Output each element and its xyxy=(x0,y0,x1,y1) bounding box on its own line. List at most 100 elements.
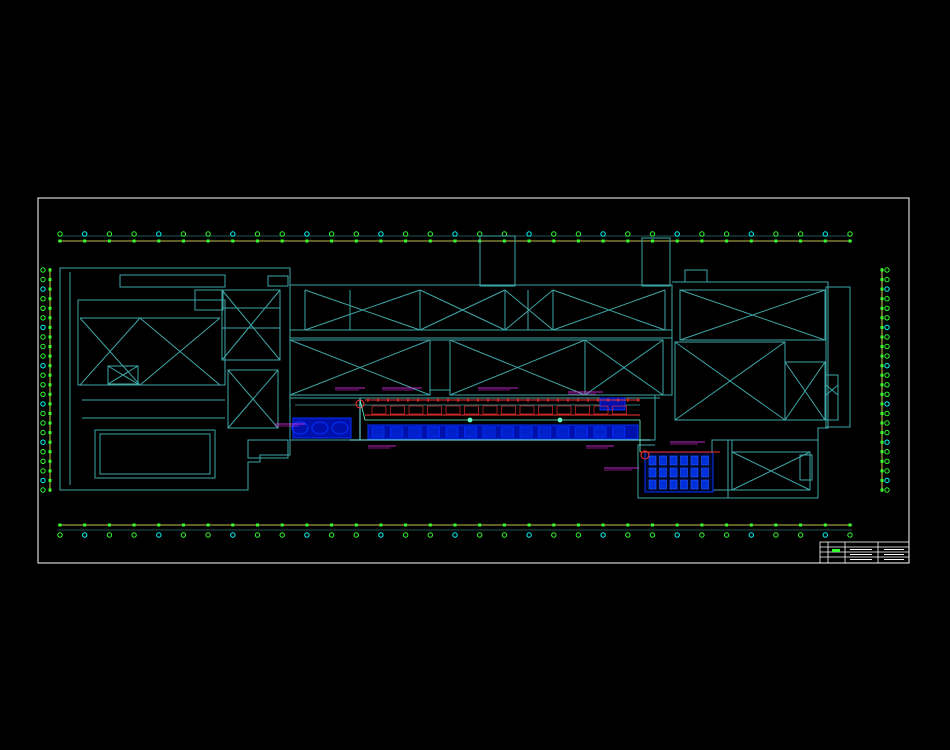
grid-bubble xyxy=(884,401,890,407)
terminal-box xyxy=(482,405,498,415)
building-walls xyxy=(59,235,851,499)
grid-tick xyxy=(305,523,309,527)
grid-tick xyxy=(231,239,235,243)
grid-tick xyxy=(880,421,884,425)
grid-bubble xyxy=(40,372,46,378)
fan-coil-unit xyxy=(371,426,385,438)
grid-tick xyxy=(880,440,884,444)
grid-bubble xyxy=(304,532,310,538)
grid-bubble xyxy=(884,477,890,484)
grid-bubble xyxy=(884,276,890,283)
grid-tick xyxy=(675,239,679,243)
grid-bubble xyxy=(884,449,890,455)
grid-bubble xyxy=(40,477,46,484)
grid-bubble xyxy=(205,532,211,538)
grid-tick xyxy=(749,523,753,527)
diffuser xyxy=(311,421,329,435)
grid-tick xyxy=(749,239,753,243)
grid-tick xyxy=(601,239,605,243)
grid-bubble xyxy=(884,372,890,378)
grid-bubble xyxy=(884,315,890,321)
grid-bubble xyxy=(40,391,46,397)
fan-coil-unit xyxy=(482,426,496,438)
grid-tick xyxy=(48,335,52,339)
diffuser xyxy=(331,421,349,435)
air-grille xyxy=(680,455,688,466)
grid-tick xyxy=(799,523,803,527)
grid-bubble xyxy=(884,468,890,474)
grid-bubble xyxy=(353,231,359,237)
air-grille xyxy=(659,479,667,490)
grid-bubble xyxy=(156,231,162,237)
grid-bubble xyxy=(40,429,46,436)
grid-tick xyxy=(478,523,482,527)
fan-coil-unit xyxy=(556,426,570,438)
grid-bubble xyxy=(501,532,508,538)
grid-tick xyxy=(880,354,884,358)
grid-bubble xyxy=(230,532,236,538)
grid-bubble xyxy=(526,532,532,538)
fan-coil-unit xyxy=(575,426,588,438)
fan-coil-unit xyxy=(538,426,551,438)
grid-bubble xyxy=(131,231,137,237)
grid-tick xyxy=(880,402,884,406)
grid-tick xyxy=(700,523,704,527)
grid-bubble xyxy=(40,382,46,388)
grid-bubble xyxy=(254,532,261,538)
fan-coil-unit xyxy=(612,426,625,438)
grid-bubble xyxy=(884,353,890,359)
air-grille xyxy=(648,467,657,478)
grid-tick xyxy=(848,239,852,243)
grid-tick xyxy=(83,239,87,243)
air-grille xyxy=(648,479,657,490)
grid-tick xyxy=(48,440,52,444)
grid-tick xyxy=(48,354,52,358)
grid-bubble xyxy=(40,334,46,340)
fan-coil-unit xyxy=(427,426,440,438)
grid-bubble xyxy=(884,458,890,464)
grid-bubble xyxy=(797,231,804,237)
grid-bubble xyxy=(884,410,890,417)
grid-tick xyxy=(48,325,52,329)
grid-tick xyxy=(48,392,52,396)
equipment-units xyxy=(359,399,641,452)
grid-tick xyxy=(58,239,62,243)
grid-bubble xyxy=(40,286,46,292)
grid-bubbles-right xyxy=(880,267,890,493)
grid-tick xyxy=(651,523,654,527)
grid-tick xyxy=(280,523,284,527)
grid-tick xyxy=(774,523,778,527)
grid-tick xyxy=(601,523,605,527)
grid-bubble xyxy=(402,231,409,237)
grid-tick xyxy=(305,239,309,243)
terminal-box xyxy=(390,405,405,415)
title-block xyxy=(819,541,910,564)
air-grille xyxy=(669,479,678,490)
grid-tick xyxy=(774,239,778,243)
grid-bubble xyxy=(304,231,310,237)
grid-bubble xyxy=(40,305,46,311)
grid-tick xyxy=(48,459,52,463)
grid-bubble xyxy=(40,458,46,464)
grid-bubble xyxy=(575,532,582,538)
grid-tick xyxy=(428,239,432,243)
grid-bubble xyxy=(773,231,779,237)
grid-tick xyxy=(880,450,884,454)
grid-tick xyxy=(48,402,52,406)
grid-tick xyxy=(157,239,161,243)
grid-bubble xyxy=(748,532,754,538)
grid-bubble xyxy=(822,231,828,237)
grid-bubble xyxy=(131,532,137,538)
grid-tick xyxy=(330,523,334,527)
grid-tick xyxy=(880,316,884,320)
grid-tick xyxy=(206,239,210,243)
terminal-box xyxy=(464,405,479,415)
grid-bubble xyxy=(773,532,779,538)
grid-tick xyxy=(256,239,259,243)
annotation-labels xyxy=(275,387,705,471)
grid-bubble xyxy=(279,532,285,538)
grid-bubble xyxy=(427,231,433,237)
grid-bubble xyxy=(600,231,606,237)
grid-bubble xyxy=(625,231,631,237)
